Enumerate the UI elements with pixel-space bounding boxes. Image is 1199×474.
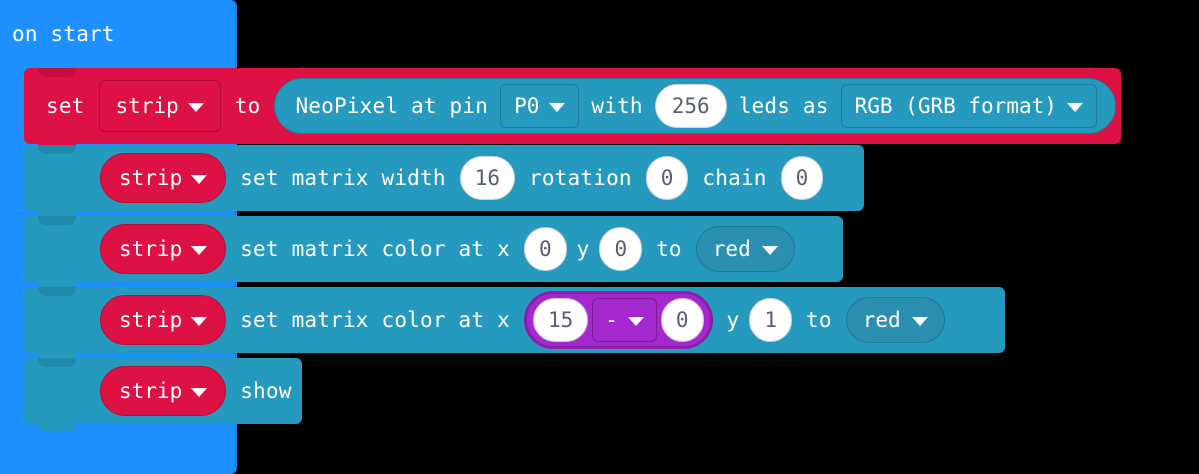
math-operator-dropdown[interactable]: -: [592, 298, 657, 342]
set-matrix-color-block-1[interactable]: strip set matrix color at x 0 y 0 to red: [24, 216, 843, 290]
matrix-y-input[interactable]: 0: [599, 227, 643, 271]
chevron-down-icon: [627, 316, 644, 326]
block-notch-top: [38, 216, 76, 225]
chain-input[interactable]: 0: [780, 156, 824, 200]
to-label: to: [656, 236, 682, 261]
block-notch-top: [38, 358, 76, 367]
color-dropdown[interactable]: red: [695, 226, 795, 272]
block-notch-top: [38, 68, 76, 77]
set-variable-block[interactable]: set strip to NeoPixel at pin P0 with 256…: [24, 68, 1121, 152]
variable-name: strip: [119, 166, 183, 190]
variable-dropdown-strip[interactable]: strip: [100, 366, 227, 416]
set-label: set: [46, 93, 85, 118]
chevron-down-icon: [191, 316, 208, 326]
neopixel-create-reporter[interactable]: NeoPixel at pin P0 with 256 leds as RGB …: [274, 78, 1116, 134]
set-matrix-width-label: set matrix width: [240, 165, 446, 190]
with-label: with: [591, 93, 643, 118]
chevron-down-icon: [191, 174, 208, 184]
block-notch-bottom: [38, 423, 76, 432]
variable-dropdown-strip[interactable]: strip: [98, 80, 221, 132]
matrix-x-input[interactable]: 0: [523, 227, 567, 271]
variable-dropdown-strip[interactable]: strip: [100, 295, 227, 345]
chevron-down-icon: [191, 387, 208, 397]
variable-name: strip: [119, 308, 183, 332]
led-count-input[interactable]: 256: [654, 84, 727, 128]
matrix-width-input[interactable]: 16: [459, 156, 516, 200]
y-label: y: [576, 236, 590, 261]
chevron-down-icon: [1066, 102, 1083, 112]
pin-value: P0: [514, 94, 540, 118]
math-right-operand-input[interactable]: 0: [660, 298, 704, 342]
chain-label: chain: [702, 165, 767, 190]
to-label: to: [234, 93, 261, 118]
block-notch-top: [38, 287, 76, 296]
y-label: y: [726, 307, 740, 332]
block-notch-top: [38, 145, 76, 154]
variable-name: strip: [115, 94, 179, 118]
leds-as-label: leds as: [738, 93, 829, 118]
variable-name: strip: [119, 237, 183, 261]
on-start-label: on start: [12, 22, 115, 46]
set-matrix-width-block[interactable]: strip set matrix width 16 rotation 0 cha…: [24, 145, 864, 219]
color-value: red: [862, 308, 901, 332]
chevron-down-icon: [911, 316, 928, 326]
variable-dropdown-strip[interactable]: strip: [100, 153, 227, 203]
to-label: to: [806, 307, 832, 332]
chevron-down-icon: [187, 102, 204, 112]
pin-dropdown[interactable]: P0: [500, 84, 580, 128]
set-matrix-color-block-2[interactable]: strip set matrix color at x 15 - 0 y 1 t…: [24, 287, 1005, 361]
rotation-label: rotation: [529, 165, 632, 190]
matrix-y-input[interactable]: 1: [749, 298, 793, 342]
chevron-down-icon: [191, 245, 208, 255]
math-left-operand-input[interactable]: 15: [532, 298, 589, 342]
set-matrix-color-label: set matrix color at x: [240, 236, 510, 261]
math-subtract-reporter[interactable]: 15 - 0: [523, 291, 713, 349]
variable-name: strip: [119, 379, 183, 403]
block-notch-bottom: [38, 281, 76, 290]
set-matrix-color-label: set matrix color at x: [240, 307, 510, 332]
led-mode-value: RGB (GRB format): [854, 94, 1057, 118]
neopixel-prefix-label: NeoPixel at pin: [295, 93, 489, 118]
led-mode-dropdown[interactable]: RGB (GRB format): [840, 84, 1097, 128]
rotation-input[interactable]: 0: [645, 156, 689, 200]
math-operator-value: -: [605, 308, 618, 332]
chevron-down-icon: [549, 102, 566, 112]
chevron-down-icon: [761, 245, 778, 255]
color-value: red: [712, 237, 751, 261]
block-notch-bottom: [38, 210, 76, 219]
show-label: show: [240, 378, 292, 403]
block-notch-bottom: [38, 352, 76, 361]
color-dropdown[interactable]: red: [845, 297, 945, 343]
show-block[interactable]: strip show: [24, 358, 302, 432]
variable-dropdown-strip[interactable]: strip: [100, 224, 227, 274]
